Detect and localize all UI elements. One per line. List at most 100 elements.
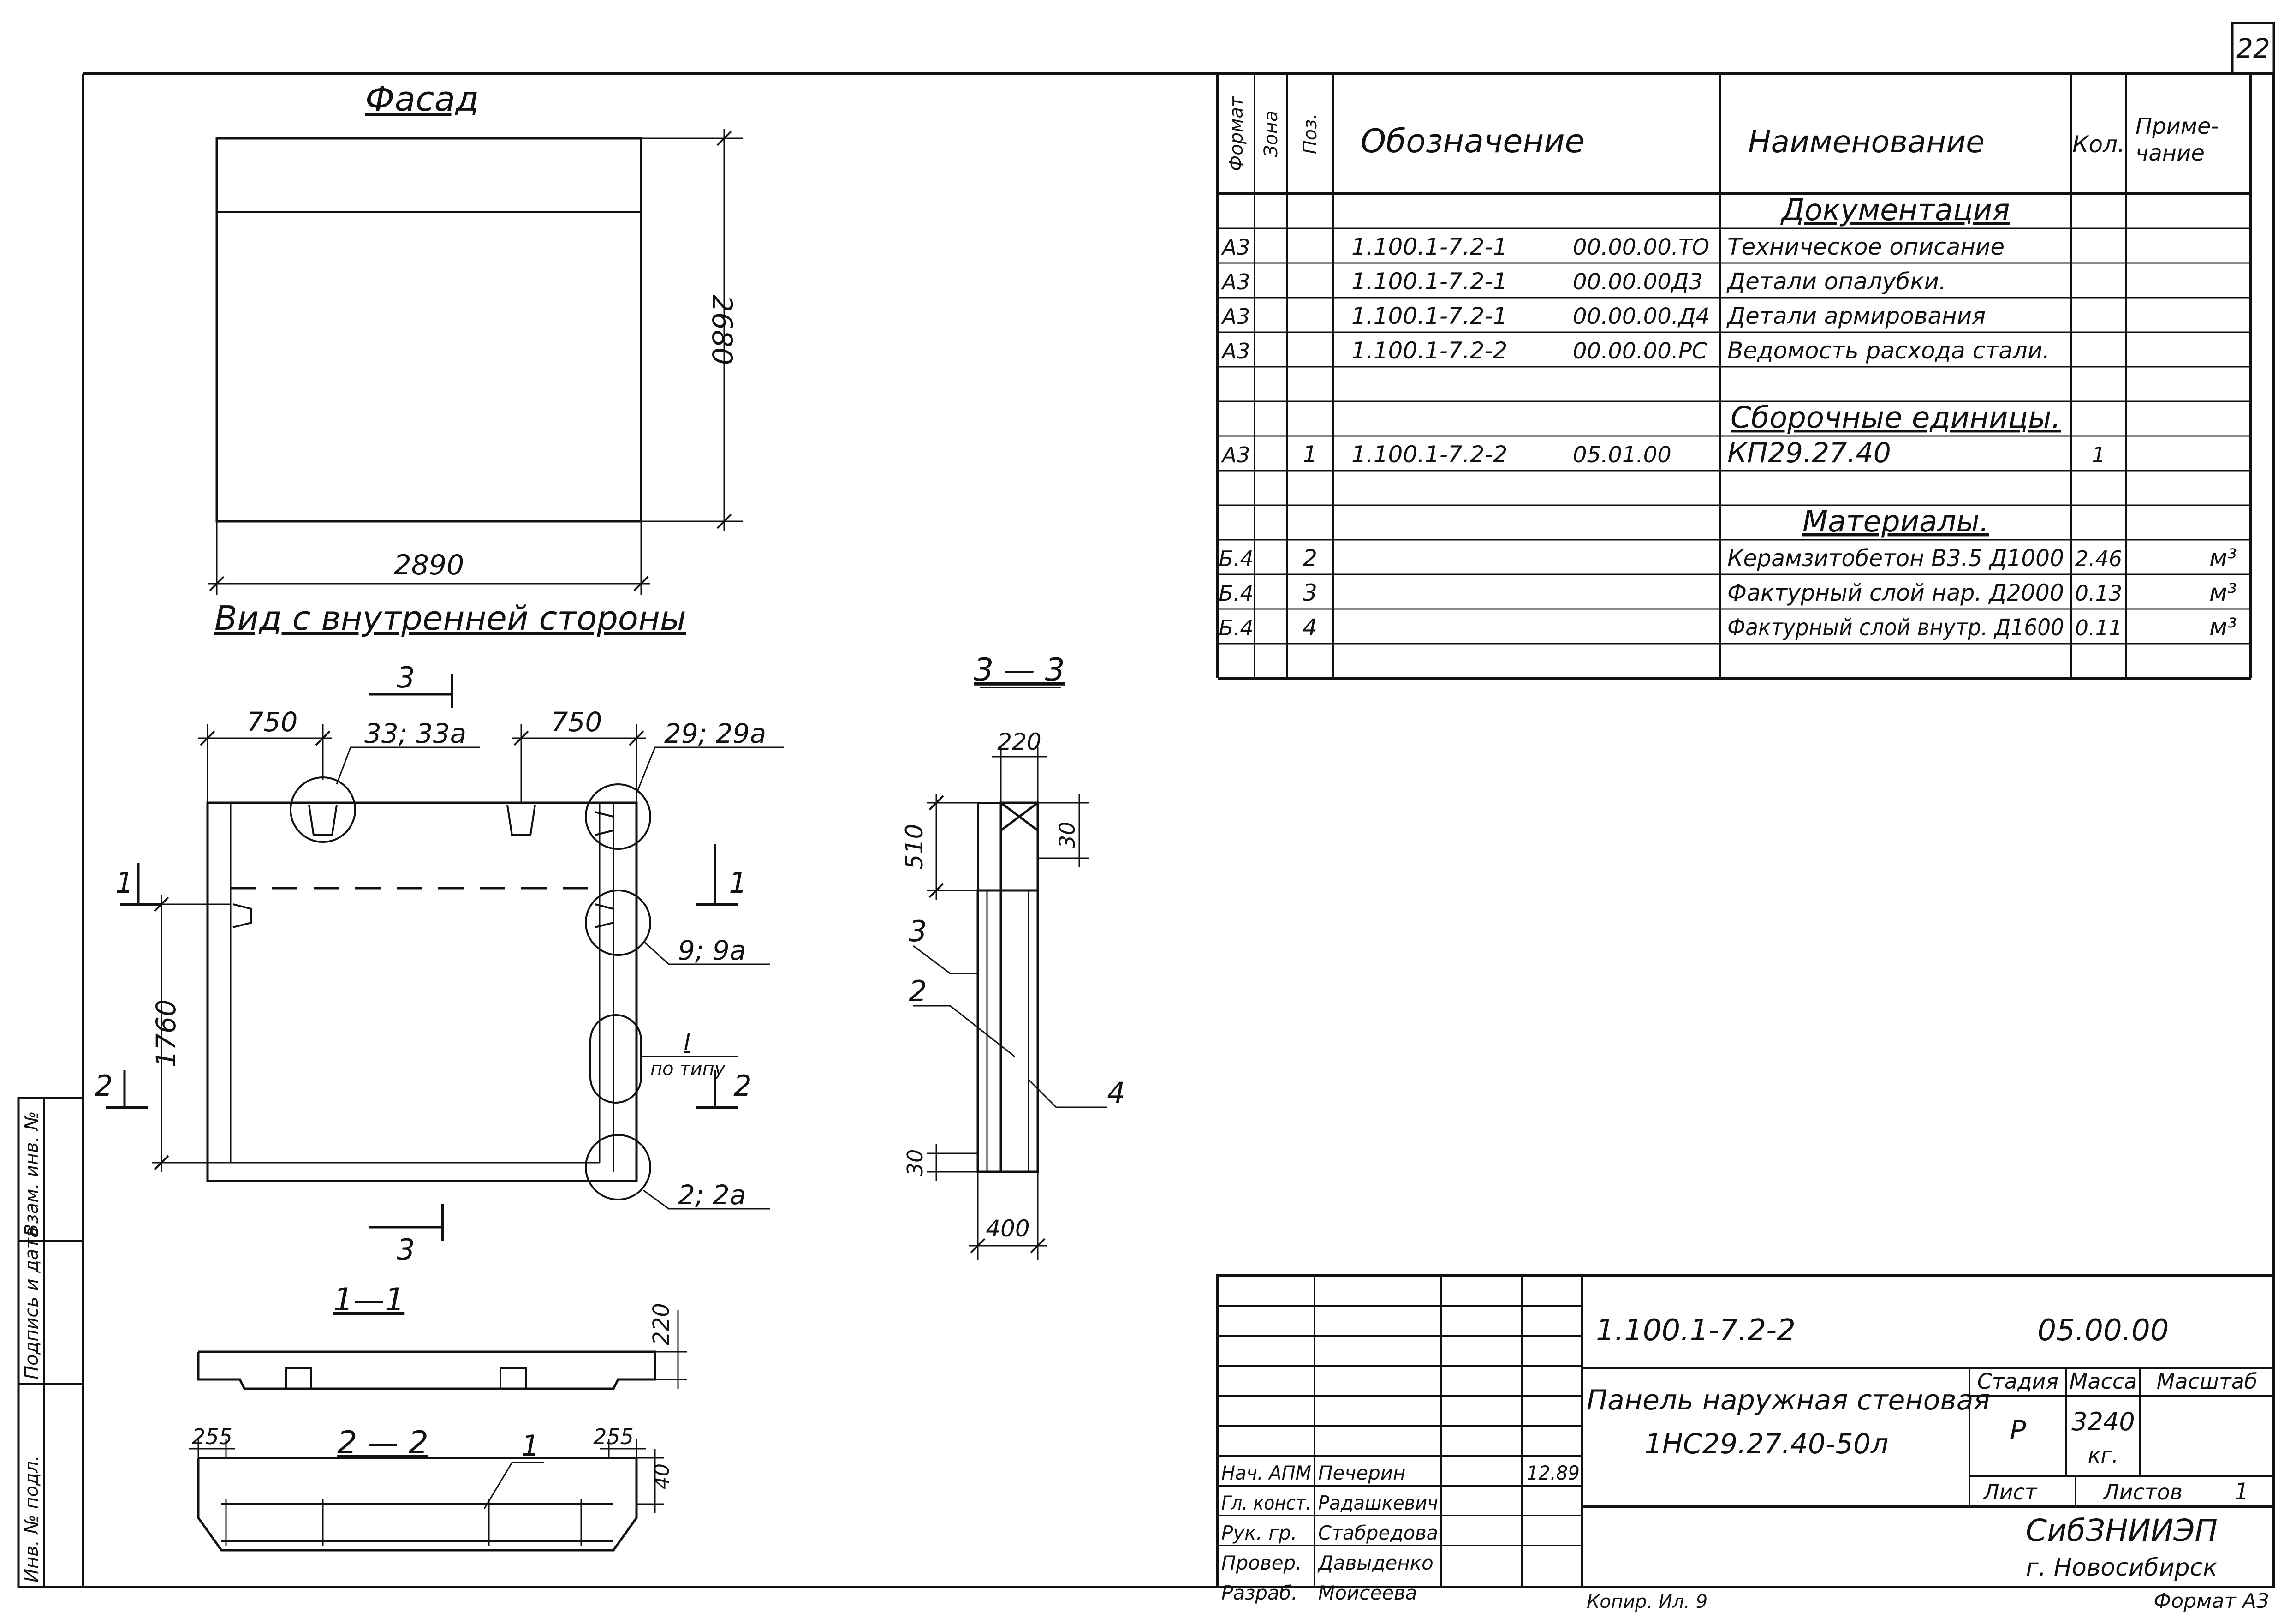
staff-role: Нач. АПМ (1221, 1462, 1311, 1484)
row-section-heading: Документация (1780, 193, 2010, 227)
row-pos: 1 (1303, 441, 1317, 468)
row-code: 05.01.00 (1573, 442, 1671, 468)
section-1-1-dim: 220 (648, 1303, 674, 1345)
staff-name: Моисеева (1318, 1582, 1417, 1604)
header-qty: Кол. (2072, 131, 2125, 158)
side-stamp-inv-repl: Взам. инв. № (21, 1111, 42, 1236)
page-number: 22 (2236, 33, 2270, 64)
section-2-2-leader-1: 1 (521, 1429, 539, 1463)
row-format: А3 (1221, 442, 1250, 467)
callout-29: 29; 29а (664, 718, 766, 749)
format-label: Формат А3 (2153, 1589, 2269, 1612)
section-mark-2-left: 2 (95, 1069, 113, 1103)
section-2-2 (189, 1439, 664, 1552)
row-qty: 0.11 (2075, 615, 2122, 640)
row-pos: 4 (1303, 614, 1317, 641)
row-designation: 1.100.1-7.2-2 (1351, 441, 1507, 468)
staff-date: 12.89 (1527, 1462, 1580, 1484)
section-2-2-title: 2 — 2 (337, 1425, 428, 1461)
row-format: А3 (1221, 235, 1250, 260)
section-mark-1-left: 1 (115, 866, 133, 900)
plan-view (106, 674, 784, 1241)
row-name: Фактурный слой нар. Д2000 (1727, 579, 2064, 606)
tb-stage: Р (2010, 1415, 2026, 1446)
header-designation: Обозначение (1361, 122, 1585, 160)
row-pos: 3 (1303, 579, 1317, 606)
tb-mass-header: Масса (2070, 1369, 2137, 1394)
title-block-grid (1216, 1274, 2275, 1588)
section-3-3-leader-3: 3 (909, 914, 927, 948)
staff-name: Печерин (1318, 1462, 1406, 1484)
spec-table-grid (1216, 74, 2252, 680)
row-code: 00.00.00Д3 (1573, 269, 1703, 295)
detail-note: по типу (650, 1058, 726, 1080)
tb-title-line1: Панель наружная стеновая (1587, 1384, 1990, 1416)
section-2-2-dim-left: 255 (192, 1424, 232, 1449)
row-qty: 1 (2092, 442, 2105, 467)
side-stamp-inv-orig: Инв. № подл. (21, 1455, 42, 1582)
callout-33: 33; 33а (364, 718, 466, 749)
plan-dim-left: 750 (247, 706, 298, 738)
tb-title-line2: 1НС29.27.40-50л (1645, 1428, 1889, 1460)
staff-role: Разраб. (1221, 1582, 1297, 1604)
row-format: Б.4 (1219, 581, 1253, 606)
tb-stage-header: Стадия (1977, 1369, 2058, 1394)
row-note: м³ (2209, 614, 2237, 641)
section-2-2-dim-40: 40 (650, 1463, 674, 1489)
tb-sheets-header: Листов (2102, 1480, 2183, 1505)
header-format: Формат (1226, 96, 1247, 171)
section-2-2-dim-right: 255 (593, 1424, 634, 1449)
row-format: Б.4 (1219, 615, 1253, 640)
row-code: 00.00.00.ТО (1573, 234, 1709, 260)
spec-table-cells: Формат Зона Поз. Обозначение Наименование Кол… (1219, 96, 2237, 641)
inner-view-caption: Вид с внутренней стороны (214, 599, 686, 638)
section-mark-2-right: 2 (733, 1069, 751, 1103)
side-stamp (17, 1097, 84, 1588)
section-mark-3-bottom: 3 (397, 1233, 415, 1266)
row-section-heading: Сборочные единицы. (1731, 401, 2061, 435)
copy-label: Копир. Ил. 9 (1587, 1591, 1707, 1612)
row-format: А3 (1221, 304, 1250, 329)
plan-dim-right: 750 (551, 706, 602, 738)
tb-mass-unit: кг. (2088, 1443, 2119, 1468)
section-mark-1-right: 1 (729, 866, 747, 900)
row-format: А3 (1221, 339, 1250, 364)
row-note: м³ (2209, 544, 2237, 572)
section-3-3-leader-4: 4 (1107, 1076, 1125, 1110)
row-pos: 2 (1303, 545, 1317, 572)
section-1-1 (197, 1310, 687, 1390)
tb-org2: г. Новосибирск (2026, 1554, 2218, 1582)
row-designation: 1.100.1-7.2-2 (1351, 337, 1507, 364)
tb-doc-code: 1.100.1-7.2-2 (1596, 1313, 1796, 1348)
plan-height-dim: 1760 (150, 999, 182, 1068)
detail-mark: I (684, 1029, 690, 1055)
header-pos: Поз. (1300, 113, 1321, 155)
section-1-1-title: 1—1 (333, 1282, 405, 1318)
row-name: Детали армирования (1726, 303, 1986, 329)
callout-9: 9; 9а (678, 935, 746, 966)
row-code: 00.00.00.Д4 (1573, 304, 1710, 329)
section-mark-3-top: 3 (397, 661, 415, 694)
row-designation: 1.100.1-7.2-1 (1351, 303, 1507, 329)
side-stamp-sign-date: Подпись и дата (21, 1227, 42, 1379)
header-zone: Зона (1261, 111, 1282, 157)
facade-width-dim: 2890 (394, 549, 464, 581)
section-3-3-dim-510: 510 (901, 824, 928, 869)
row-name: Ведомость расхода стали. (1727, 337, 2050, 364)
header-note: Приме-чание (2135, 113, 2219, 166)
row-name: КП29.27.40 (1727, 437, 1891, 469)
section-3-3-dim-top: 220 (997, 728, 1041, 755)
row-name: Керамзитобетон В3.5 Д1000 (1727, 545, 2064, 572)
section-3-3-dim-bottom: 400 (986, 1215, 1029, 1242)
tb-doc-suffix: 05.00.00 (2038, 1313, 2169, 1348)
staff-role: Гл. конст. (1221, 1492, 1311, 1514)
header-name: Наименование (1748, 124, 1985, 160)
staff-role: Рук. гр. (1221, 1522, 1297, 1544)
facade-view (208, 129, 743, 595)
row-name: Детали опалубки. (1726, 268, 1946, 295)
row-note: м³ (2209, 579, 2237, 607)
staff-name: Радашкевич (1318, 1492, 1438, 1514)
row-format: Б.4 (1219, 546, 1253, 571)
row-format: А3 (1221, 269, 1250, 294)
